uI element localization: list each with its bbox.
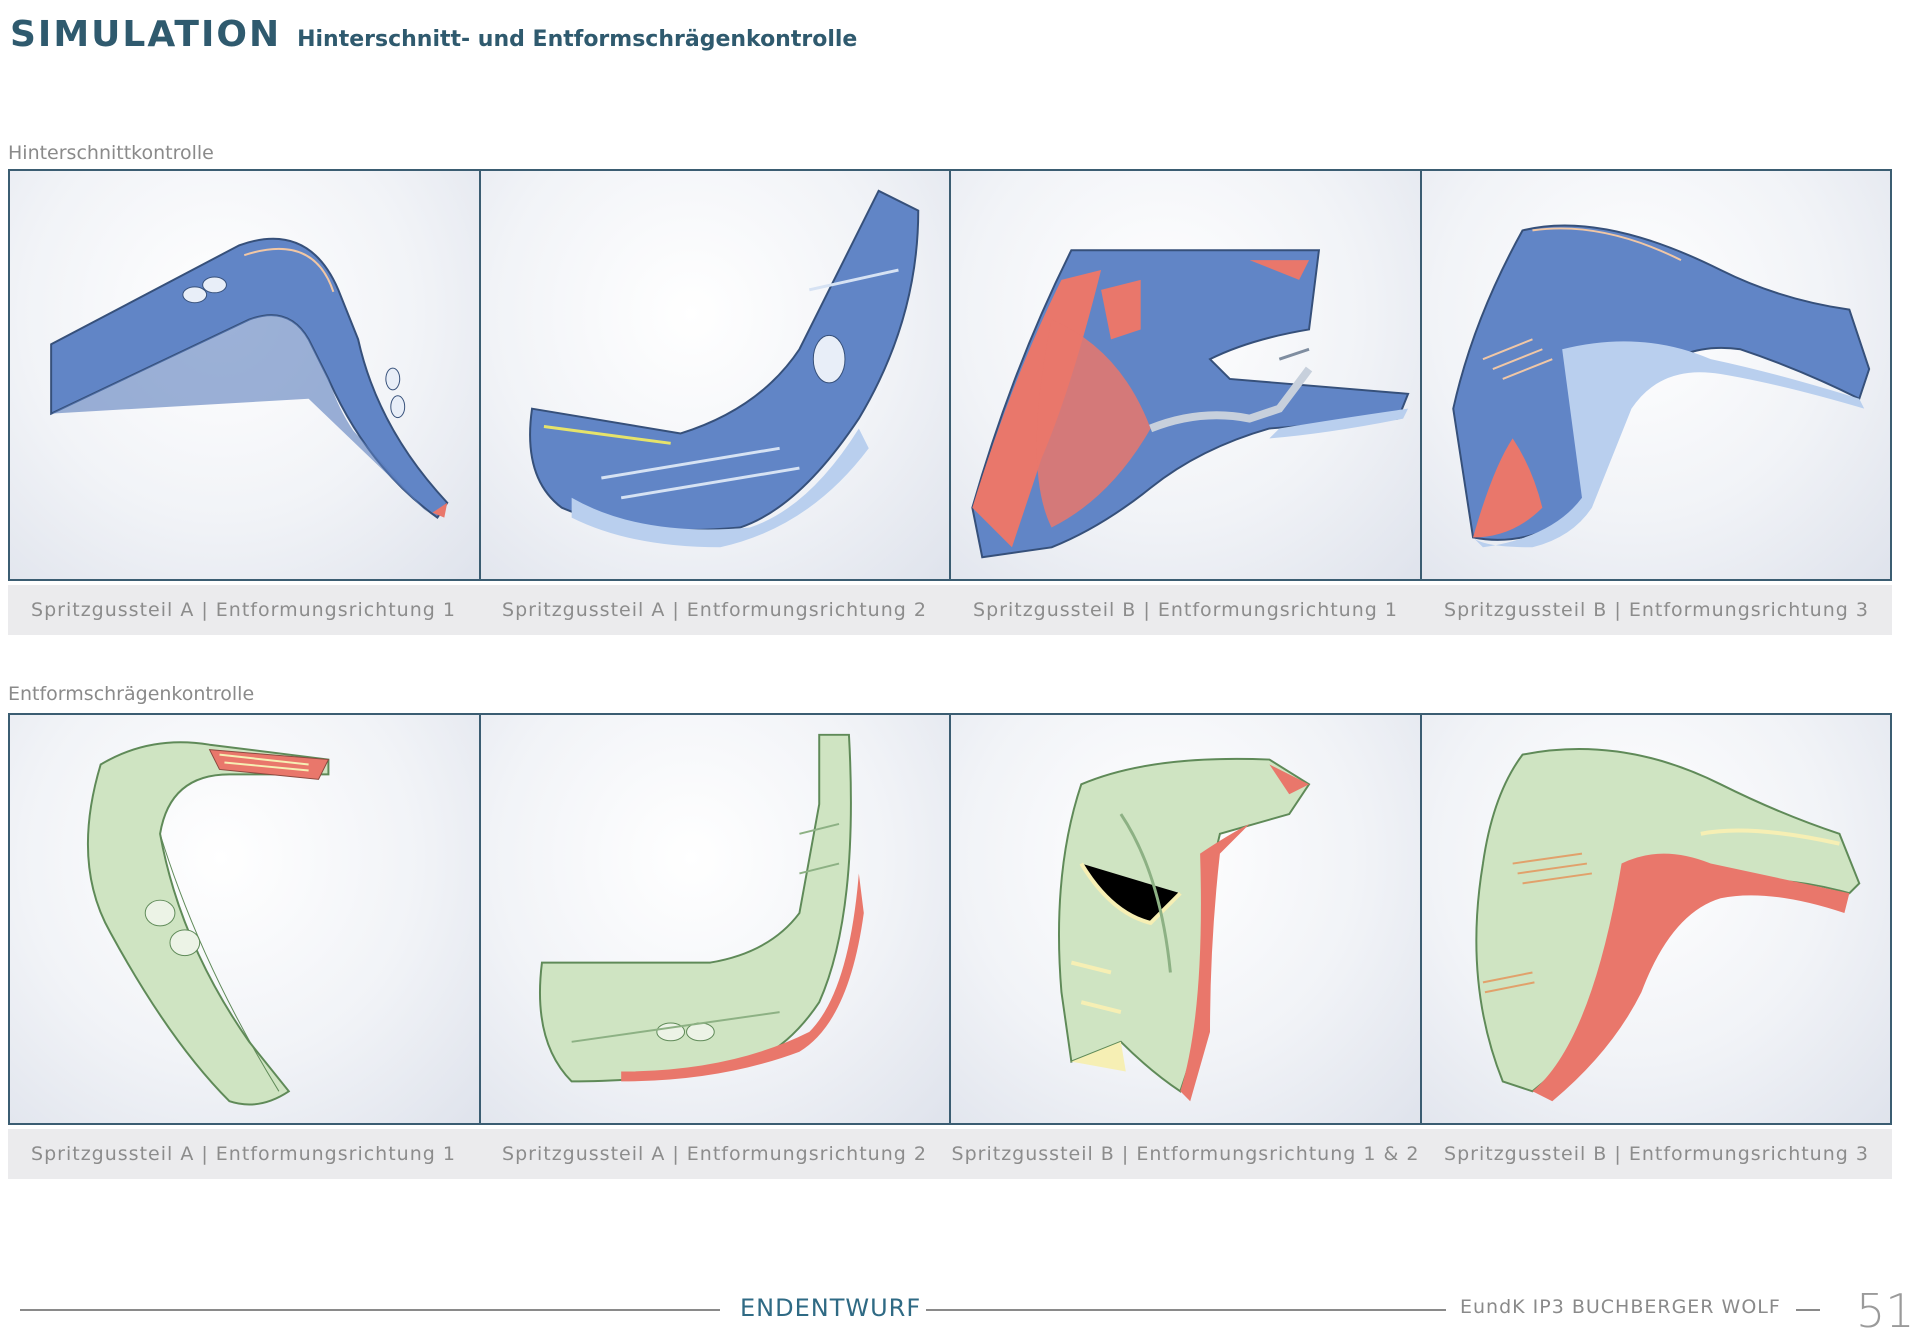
caption-draft-4: Spritzgussteil B | Entformungsrichtung 3 bbox=[1444, 1143, 1869, 1165]
page-footer: ENDENTWURF EundK IP3 BUCHBERGER WOLF 51 bbox=[0, 1284, 1920, 1338]
part-a-draft-2-image bbox=[538, 733, 864, 1083]
page-number: 51 bbox=[1856, 1284, 1915, 1338]
footer-rule-middle bbox=[926, 1309, 1446, 1311]
part-a-undercut-2-image bbox=[528, 189, 919, 548]
caption-draft-3: Spritzgussteil B | Entformungsrichtung 1… bbox=[951, 1143, 1420, 1165]
render-part-b-direction-3 bbox=[1419, 169, 1892, 581]
caption-draft-1: Spritzgussteil A | Entformungsrichtung 1 bbox=[31, 1143, 456, 1165]
render-part-a-direction-1 bbox=[8, 169, 481, 581]
part-b-undercut-1-image bbox=[971, 249, 1410, 559]
caption-draft-2: Spritzgussteil A | Entformungsrichtung 2 bbox=[502, 1143, 927, 1165]
part-b-draft-3-image bbox=[1474, 747, 1860, 1102]
part-b-draft-image bbox=[1058, 757, 1311, 1102]
caption-undercut-4: Spritzgussteil B | Entformungsrichtung 3 bbox=[1444, 599, 1869, 621]
section-label-undercut: Hinterschnittkontrolle bbox=[8, 142, 214, 164]
section-label-draft: Entformschrägenkontrolle bbox=[8, 683, 255, 705]
page-title: SIMULATION Hinterschnitt- und Entformsch… bbox=[10, 14, 857, 58]
footer-rule-right bbox=[1796, 1309, 1820, 1311]
part-a-undercut-1-image bbox=[50, 237, 449, 520]
render-draft-part-a-direction-1 bbox=[8, 713, 481, 1125]
caption-undercut-3: Spritzgussteil B | Entformungsrichtung 1 bbox=[973, 599, 1398, 621]
render-draft-part-b-direction-3 bbox=[1419, 713, 1892, 1125]
render-draft-part-a-direction-2 bbox=[478, 713, 951, 1125]
footer-section-name: ENDENTWURF bbox=[740, 1294, 922, 1322]
draft-image-row bbox=[8, 713, 1892, 1125]
undercut-caption-bar: Spritzgussteil A | Entformungsrichtung 1… bbox=[8, 585, 1892, 635]
render-part-a-direction-2 bbox=[478, 169, 951, 581]
undercut-image-row bbox=[8, 169, 1892, 581]
render-part-b-direction-1 bbox=[949, 169, 1422, 581]
footer-rule-left bbox=[20, 1309, 720, 1311]
caption-undercut-1: Spritzgussteil A | Entformungsrichtung 1 bbox=[31, 599, 456, 621]
title-subtitle: Hinterschnitt- und Entformschrägenkontro… bbox=[297, 27, 858, 52]
part-a-draft-1-image bbox=[86, 741, 330, 1106]
part-b-undercut-3-image bbox=[1451, 224, 1870, 548]
title-main: SIMULATION bbox=[10, 14, 282, 55]
draft-caption-bar: Spritzgussteil A | Entformungsrichtung 1… bbox=[8, 1129, 1892, 1179]
footer-authors: EundK IP3 BUCHBERGER WOLF bbox=[1460, 1296, 1781, 1318]
render-draft-part-b-direction-1-2 bbox=[949, 713, 1422, 1125]
caption-undercut-2: Spritzgussteil A | Entformungsrichtung 2 bbox=[502, 599, 927, 621]
